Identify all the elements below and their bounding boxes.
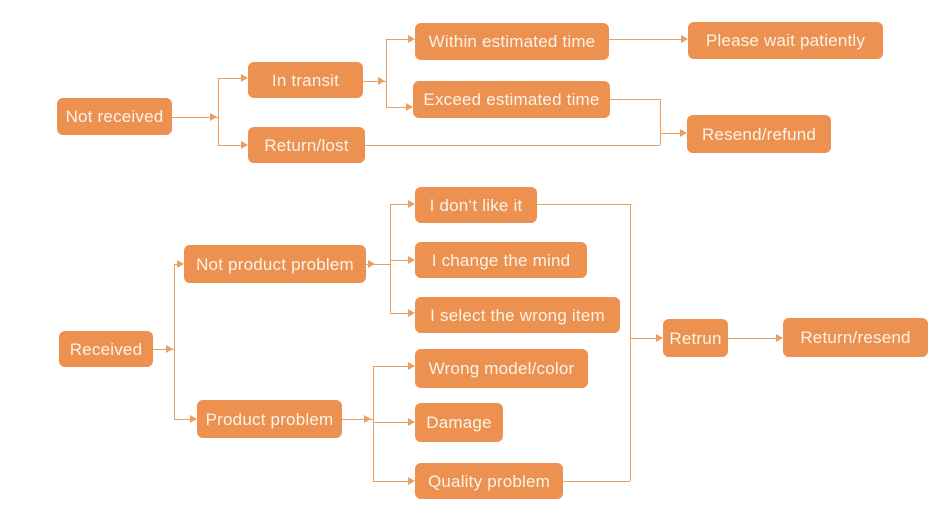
node-i-dont-like-it: I don‘t like it — [415, 187, 537, 223]
connector-line — [172, 117, 218, 118]
connector-line — [174, 264, 175, 419]
node-please-wait-patiently: Please wait patiently — [688, 22, 883, 59]
arrowhead-icon — [364, 415, 371, 423]
node-in-transit: In transit — [248, 62, 363, 98]
arrowhead-icon — [368, 260, 375, 268]
connector-line — [373, 366, 374, 481]
arrowhead-icon — [210, 113, 217, 121]
arrowhead-icon — [241, 74, 248, 82]
arrowhead-icon — [408, 362, 415, 370]
node-product-problem: Product problem — [197, 400, 342, 438]
node-wrong-model-color: Wrong model/color — [415, 349, 588, 388]
connector-line — [390, 313, 410, 314]
arrowhead-icon — [656, 334, 663, 342]
node-retrun: Retrun — [663, 319, 728, 357]
connector-line — [363, 81, 386, 82]
arrowhead-icon — [408, 200, 415, 208]
arrowhead-icon — [177, 260, 184, 268]
connector-line — [386, 107, 408, 108]
node-not-received: Not received — [57, 98, 172, 135]
node-return-lost: Return/lost — [248, 127, 365, 163]
node-quality-problem: Quality problem — [415, 463, 563, 499]
node-exceed-estimated-time: Exceed estimated time — [413, 81, 610, 118]
arrowhead-icon — [166, 345, 173, 353]
connector-line — [174, 419, 192, 420]
connector-line — [563, 481, 630, 482]
connector-line — [153, 349, 174, 350]
arrowhead-icon — [680, 129, 687, 137]
connector-line — [630, 338, 658, 339]
arrowhead-icon — [408, 477, 415, 485]
connector-line — [386, 39, 387, 107]
node-not-product-problem: Not product problem — [184, 245, 366, 283]
connector-line — [342, 419, 373, 420]
connector-line — [660, 133, 682, 134]
connector-line — [373, 366, 410, 367]
connector-line — [218, 78, 219, 145]
connector-line — [630, 204, 631, 481]
connector-line — [218, 78, 243, 79]
connector-line — [373, 481, 410, 482]
arrowhead-icon — [408, 35, 415, 43]
connector-line — [728, 338, 778, 339]
connector-line — [373, 422, 410, 423]
arrowhead-icon — [190, 415, 197, 423]
connector-line — [390, 260, 410, 261]
arrowhead-icon — [408, 256, 415, 264]
node-resend-refund: Resend/refund — [687, 115, 831, 153]
node-damage: Damage — [415, 403, 503, 442]
node-i-select-the-wrong-item: I select the wrong item — [415, 297, 620, 333]
connector-line — [609, 39, 683, 40]
connector-line — [218, 145, 243, 146]
connector-line — [660, 99, 661, 145]
connector-line — [610, 99, 660, 100]
arrowhead-icon — [241, 141, 248, 149]
connector-line — [390, 204, 410, 205]
node-i-change-the-mind: I change the mind — [415, 242, 587, 278]
arrowhead-icon — [681, 35, 688, 43]
arrowhead-icon — [378, 77, 385, 85]
arrowhead-icon — [406, 103, 413, 111]
node-within-estimated-time: Within estimated time — [415, 23, 609, 60]
arrowhead-icon — [408, 418, 415, 426]
connector-line — [365, 145, 660, 146]
node-return-resend: Return/resend — [783, 318, 928, 357]
connector-line — [366, 264, 390, 265]
arrowhead-icon — [776, 334, 783, 342]
connector-line — [386, 39, 410, 40]
arrowhead-icon — [408, 309, 415, 317]
node-received: Received — [59, 331, 153, 367]
connector-line — [537, 204, 630, 205]
connector-line — [390, 204, 391, 313]
